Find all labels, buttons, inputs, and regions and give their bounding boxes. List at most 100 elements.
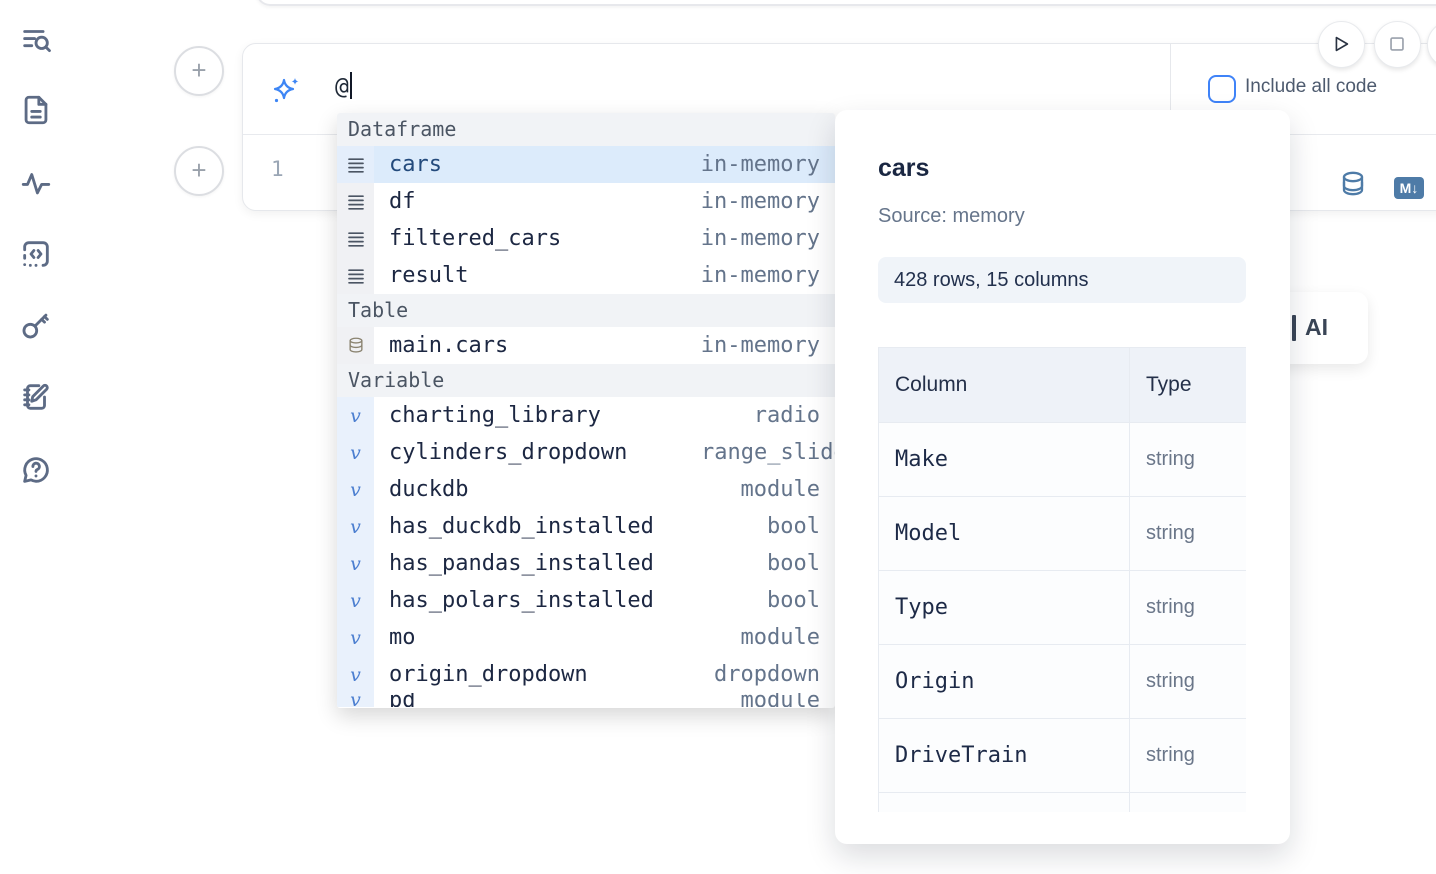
autocomplete-popup: Dataframe cars in-memory df in-memory filtere…: [337, 113, 835, 708]
code-editor-row[interactable]: 1 M↓: [243, 135, 1436, 209]
add-cell-above-button[interactable]: +: [174, 46, 224, 96]
text-caret: [349, 72, 352, 99]
variable-icon: v: [350, 626, 361, 649]
column-type: string: [1129, 718, 1246, 793]
database-icon[interactable]: [1341, 171, 1365, 202]
autocomplete-item-has_duckdb_installed[interactable]: v has_duckdb_installed bool: [337, 508, 835, 545]
item-name: charting_library: [389, 403, 601, 428]
item-name: origin_dropdown: [389, 662, 588, 687]
item-name: has_pandas_installed: [389, 551, 654, 576]
list-search-icon[interactable]: [19, 23, 53, 57]
variable-icon: v: [350, 404, 361, 427]
dataframe-rows-icon: [347, 231, 364, 247]
run-cell-button[interactable]: [1318, 21, 1365, 68]
sidebar: [0, 0, 72, 874]
variable-icon: v: [350, 552, 361, 575]
key-icon[interactable]: [19, 308, 53, 342]
column-name: Type: [878, 570, 1130, 645]
column-type: string: [1129, 644, 1246, 719]
item-name: cars: [389, 152, 442, 177]
file-text-icon[interactable]: [19, 93, 53, 127]
item-name: cylinders_dropdown: [389, 440, 628, 465]
item-name: has_duckdb_installed: [389, 514, 654, 539]
stop-square-icon: [1390, 37, 1404, 51]
column-name: Make: [878, 422, 1130, 497]
variable-icon: v: [350, 478, 361, 501]
autocomplete-section-header: Table: [337, 294, 835, 327]
variable-icon: v: [350, 693, 361, 707]
item-name: main.cars: [389, 333, 509, 358]
item-type: bool: [767, 588, 820, 613]
dataframe-rows-icon: [347, 157, 364, 173]
item-type: radio: [753, 403, 820, 428]
help-chat-icon[interactable]: [19, 453, 53, 487]
schema-header: Column: [878, 347, 1130, 423]
variable-icon: v: [350, 515, 361, 538]
preview-source: Source: memory: [878, 205, 1025, 227]
item-name: duckdb: [389, 477, 469, 502]
item-name: df: [389, 189, 416, 214]
autocomplete-item-df[interactable]: df in-memory: [337, 183, 835, 220]
item-name: mo: [389, 625, 416, 650]
autocomplete-item-cars[interactable]: cars in-memory: [337, 146, 835, 183]
include-code-panel: Include all code: [1170, 44, 1436, 134]
item-type: in-memory: [700, 263, 820, 288]
play-icon: [1335, 36, 1349, 52]
autocomplete-section-header: Variable: [337, 364, 835, 397]
variable-icon: v: [350, 441, 361, 464]
item-type: range_slider: [701, 440, 835, 465]
add-cell-below-button[interactable]: +: [174, 146, 224, 196]
item-name: pd: [389, 693, 416, 707]
item-type: in-memory: [700, 189, 820, 214]
item-name: result: [389, 263, 469, 288]
line-number: 1: [271, 157, 284, 181]
stop-button[interactable]: [1374, 21, 1421, 68]
item-type: in-memory: [700, 152, 820, 177]
ai-prompt-input[interactable]: @: [335, 72, 352, 100]
preview-title: cars: [878, 154, 930, 182]
sparkles-icon: [273, 78, 299, 103]
schema-row-partial: [878, 792, 1246, 812]
item-type: module: [740, 625, 820, 650]
activity-icon[interactable]: [19, 166, 53, 200]
autocomplete-section-header: Dataframe: [337, 113, 835, 146]
autocomplete-item-cylinders_dropdown[interactable]: v cylinders_dropdown range_slider: [337, 434, 835, 471]
column-name: Origin: [878, 644, 1130, 719]
table-database-icon: [348, 337, 363, 353]
include-all-code-checkbox[interactable]: [1208, 75, 1236, 103]
item-type: bool: [767, 514, 820, 539]
column-name: Model: [878, 496, 1130, 571]
autocomplete-item-mo[interactable]: v mo module: [337, 619, 835, 656]
preview-stats-badge: 428 rows, 15 columns: [878, 257, 1246, 303]
column-type: string: [1129, 570, 1246, 645]
column-type: string: [1129, 422, 1246, 497]
markdown-icon[interactable]: M↓: [1394, 177, 1424, 199]
previous-cell-edge: [256, 0, 1436, 6]
item-name: has_polars_installed: [389, 588, 654, 613]
dataframe-rows-icon: [347, 268, 364, 284]
dataframe-preview-card: cars Source: memory 428 rows, 15 columns…: [835, 110, 1290, 844]
dataframe-rows-icon: [347, 194, 364, 210]
autocomplete-item-result[interactable]: result in-memory: [337, 257, 835, 294]
notebook-pen-icon[interactable]: [19, 380, 53, 414]
item-name: filtered_cars: [389, 226, 562, 251]
variable-icon: v: [350, 663, 361, 686]
column-type: string: [1129, 496, 1246, 571]
code-square-icon[interactable]: [19, 237, 53, 271]
clipped-letter-stem: [1292, 315, 1296, 341]
autocomplete-item-charting_library[interactable]: v charting_library radio: [337, 397, 835, 434]
item-type: module: [740, 693, 820, 707]
ai-button-label: AI: [1305, 314, 1328, 340]
column-name: DriveTrain: [878, 718, 1130, 793]
autocomplete-item-pd[interactable]: v pd module: [337, 693, 835, 707]
